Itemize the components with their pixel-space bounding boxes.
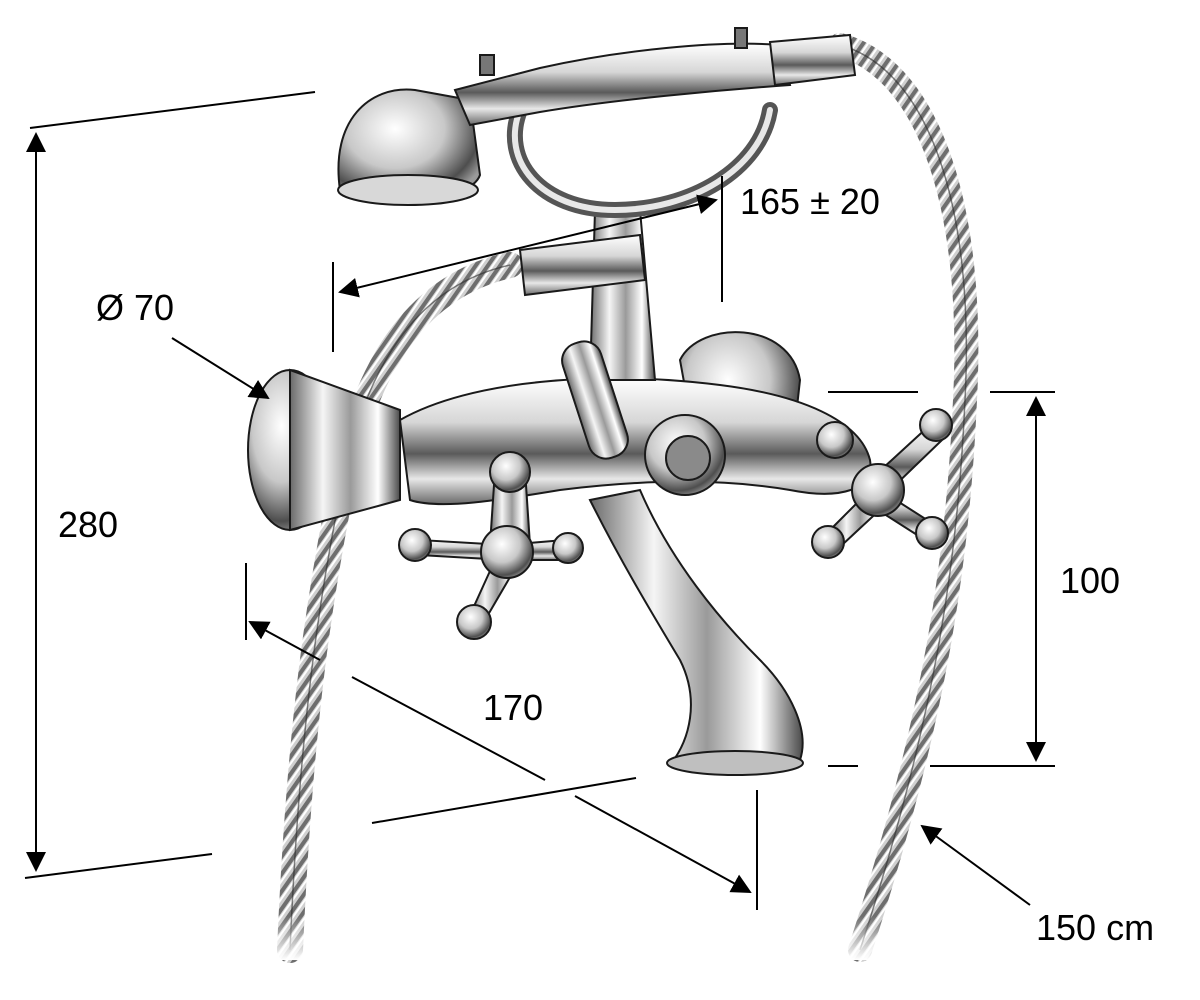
spout-projection-arrow-3 [574, 795, 752, 893]
label-total-height: 280 [58, 504, 118, 545]
hand-shower-head [337, 88, 482, 206]
flange-diameter-leader [171, 337, 270, 400]
faucet-illustration [240, 27, 979, 963]
dimension-lines [24, 91, 1055, 910]
right-cross-handle [811, 408, 953, 559]
left-cross-handle [398, 451, 584, 640]
dimension-labels: 280 Ø 70 165 ± 20 100 170 150 cm [58, 181, 1154, 948]
label-hose-length: 150 cm [1036, 907, 1154, 948]
spout-projection-arrow-1 [248, 621, 321, 661]
label-flange-diameter: Ø 70 [96, 287, 174, 328]
centre-distance-arrow [338, 194, 718, 298]
hand-shower-handle [453, 42, 792, 127]
bath-spout [588, 488, 804, 767]
left-wall-flange [247, 368, 401, 532]
spout-projection-arrow-2 [351, 676, 546, 781]
mixer-body [398, 377, 872, 506]
label-spout-projection: 170 [483, 687, 543, 728]
label-spout-drop: 100 [1060, 560, 1120, 601]
hose-length-leader [920, 824, 1031, 906]
label-centre-distance: 165 ± 20 [740, 181, 880, 222]
diverter-lever [561, 340, 726, 496]
